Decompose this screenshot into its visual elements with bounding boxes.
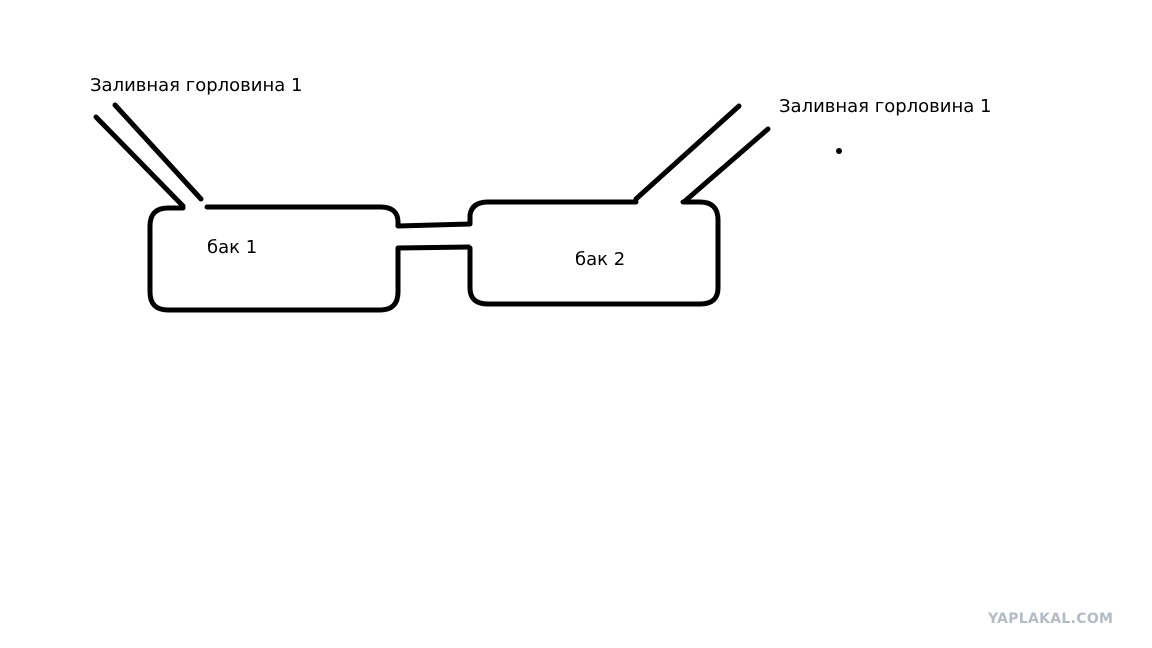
neck-right-outer <box>682 126 771 204</box>
neck-right-inner <box>633 103 742 202</box>
neck-left-label: Заливная горловина 1 <box>90 75 303 96</box>
tank-2-outline-right <box>467 199 721 307</box>
pipe-upper-wall <box>397 221 471 229</box>
neck-right-label: Заливная горловина 1 <box>779 96 992 117</box>
pipe-lower-wall <box>397 244 471 251</box>
neck-left-outer <box>93 114 186 209</box>
tank-1-label: бак 1 <box>207 237 258 258</box>
tank-1-outline <box>147 205 401 313</box>
tank-1-outline-top <box>204 204 401 229</box>
tank-2-label: бак 2 <box>575 249 626 270</box>
stray-dot <box>836 148 842 154</box>
neck-left-inner <box>112 102 204 202</box>
watermark: YAPLAKAL.COM <box>988 611 1114 627</box>
tank-2-outline <box>467 199 639 227</box>
